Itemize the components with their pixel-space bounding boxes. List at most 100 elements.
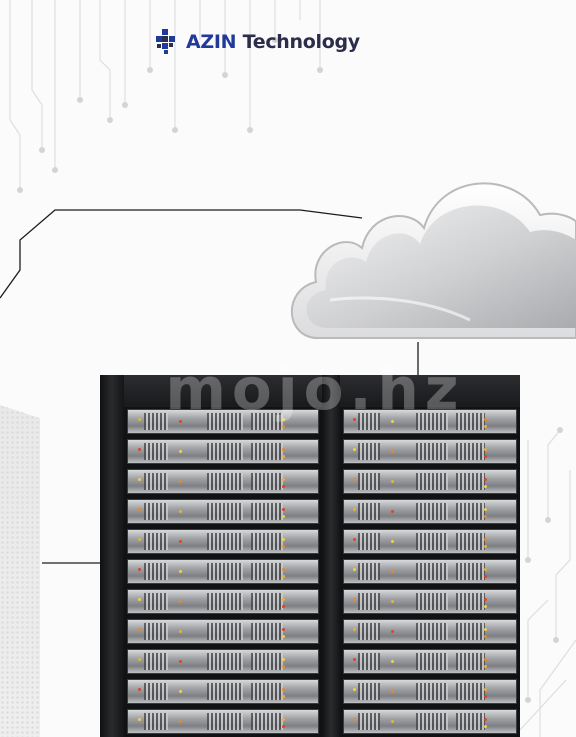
logo-word: Technology (242, 31, 361, 53)
status-led (484, 665, 487, 668)
status-led (282, 485, 285, 488)
status-led (391, 510, 394, 513)
vent-grille (251, 683, 283, 700)
status-led (484, 575, 487, 578)
vent-grille (416, 683, 448, 700)
status-led (353, 538, 356, 541)
company-logo: AZIN Technology (156, 27, 360, 57)
vent-grille (416, 563, 448, 580)
vent-grille (416, 533, 448, 550)
status-led (484, 485, 487, 488)
vent-grille (207, 413, 243, 430)
rack-bay-right (340, 407, 520, 737)
status-led (484, 478, 487, 481)
status-led (391, 660, 394, 663)
status-led (391, 720, 394, 723)
vent-grille (144, 473, 168, 490)
status-led (484, 515, 487, 518)
status-led (179, 690, 182, 693)
vent-grille (251, 533, 283, 550)
status-led (484, 448, 487, 451)
status-led (179, 450, 182, 453)
status-led (282, 515, 285, 518)
status-led (282, 718, 285, 721)
vent-grille (416, 443, 448, 460)
status-led (484, 455, 487, 458)
vent-grille (416, 473, 448, 490)
status-led (353, 598, 356, 601)
vent-grille (144, 623, 168, 640)
vent-grille (144, 563, 168, 580)
status-led (138, 718, 141, 721)
server-unit (343, 439, 517, 464)
logo-mark-icon (156, 29, 175, 54)
server-unit (343, 409, 517, 434)
vent-grille (144, 713, 168, 730)
status-led (282, 635, 285, 638)
status-led (353, 658, 356, 661)
vent-grille (144, 533, 168, 550)
vent-grille (144, 683, 168, 700)
vent-grille (144, 593, 168, 610)
status-led (138, 568, 141, 571)
vent-grille (416, 623, 448, 640)
server-unit (343, 649, 517, 674)
status-led (353, 508, 356, 511)
status-led (484, 628, 487, 631)
vent-grille (144, 443, 168, 460)
status-led (138, 418, 141, 421)
logo-wordmark: AZIN Technology (186, 31, 360, 53)
status-led (282, 508, 285, 511)
rack-side-left (100, 375, 124, 737)
status-led (179, 540, 182, 543)
status-led (484, 635, 487, 638)
status-led (353, 568, 356, 571)
status-led (179, 420, 182, 423)
status-led (282, 575, 285, 578)
vent-grille (358, 563, 380, 580)
vent-grille (358, 593, 380, 610)
vent-grille (456, 683, 485, 700)
status-led (138, 448, 141, 451)
server-unit (127, 709, 319, 734)
server-unit (127, 559, 319, 584)
status-led (138, 598, 141, 601)
vent-grille (456, 713, 485, 730)
status-led (138, 688, 141, 691)
status-led (282, 568, 285, 571)
vent-grille (456, 653, 485, 670)
vent-grille (416, 593, 448, 610)
status-led (282, 545, 285, 548)
vent-grille (207, 563, 243, 580)
status-led (484, 718, 487, 721)
vent-grille (358, 443, 380, 460)
status-led (282, 538, 285, 541)
status-led (391, 690, 394, 693)
vent-grille (207, 533, 243, 550)
server-unit (343, 619, 517, 644)
vent-grille (251, 473, 283, 490)
server-rack (100, 375, 520, 737)
vent-grille (456, 533, 485, 550)
vent-grille (207, 593, 243, 610)
vent-grille (456, 623, 485, 640)
status-led (353, 478, 356, 481)
status-led (353, 718, 356, 721)
vent-grille (251, 563, 283, 580)
status-led (138, 478, 141, 481)
status-led (391, 420, 394, 423)
status-led (179, 720, 182, 723)
status-led (179, 510, 182, 513)
status-led (353, 418, 356, 421)
server-unit (127, 529, 319, 554)
status-led (391, 540, 394, 543)
vent-grille (251, 623, 283, 640)
rack-top (100, 375, 520, 405)
vent-grille (358, 503, 380, 520)
vent-grille (416, 503, 448, 520)
server-unit (127, 469, 319, 494)
server-unit (343, 469, 517, 494)
status-led (484, 605, 487, 608)
vent-grille (358, 713, 380, 730)
